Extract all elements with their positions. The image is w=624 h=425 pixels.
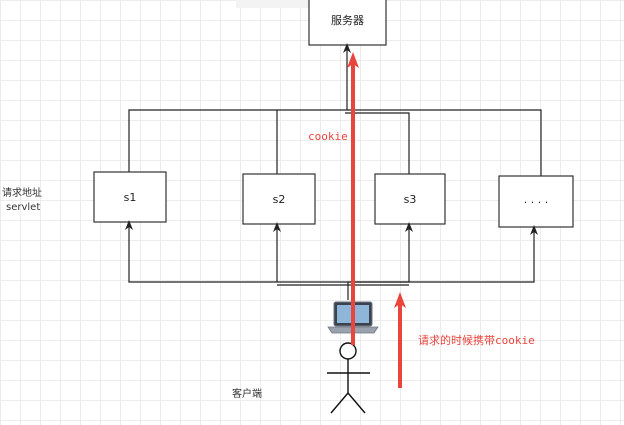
server-label: 服务器 bbox=[331, 14, 364, 27]
arrow-to-s3 bbox=[348, 222, 413, 283]
servlet-box-s2[interactable] bbox=[242, 173, 316, 225]
servlet-box-s1[interactable] bbox=[93, 171, 167, 223]
arrow-to-s1 bbox=[125, 220, 348, 283]
stick-figure-icon bbox=[327, 342, 370, 414]
cookie-label: cookie bbox=[308, 130, 348, 143]
top-bus-line bbox=[128, 109, 542, 176]
servlet-label-s2: s2 bbox=[273, 193, 286, 206]
servlet-label-s3: s3 bbox=[404, 193, 417, 206]
arrow-to-more bbox=[348, 225, 538, 283]
request-carry-cookie-label: 请求的时候携带cookie bbox=[418, 333, 535, 347]
top-branch-s3 bbox=[345, 112, 410, 174]
servlet-label-s1: s1 bbox=[124, 191, 137, 204]
top-shadow bbox=[236, 0, 366, 8]
servlet-label: servlet bbox=[6, 202, 40, 213]
client-label: 客户端 bbox=[232, 387, 262, 400]
request-address-label: 请求地址 bbox=[2, 186, 42, 199]
servlet-label-more: · · · · bbox=[524, 196, 548, 209]
